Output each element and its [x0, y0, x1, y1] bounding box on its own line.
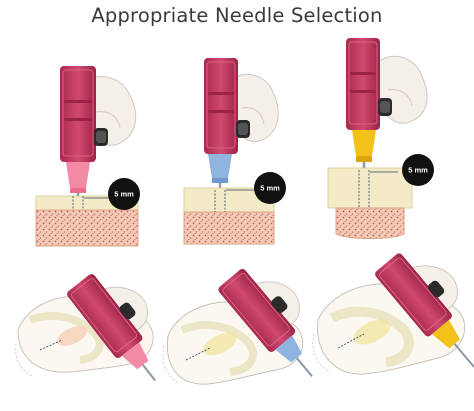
depth-label: 5 mm	[114, 190, 134, 199]
needle-hub	[66, 162, 90, 188]
needle-hub	[208, 154, 232, 178]
needle	[455, 344, 474, 367]
needle	[297, 358, 312, 376]
bone-cross-section	[36, 210, 138, 246]
intraosseous-driver	[60, 66, 96, 162]
panel-3-vertical-insertion: 5 mm	[328, 38, 434, 239]
needle	[143, 365, 155, 381]
panel-2-angled-insertion	[163, 261, 333, 387]
bone-cross-section	[336, 208, 404, 239]
bone-cross-section	[184, 212, 274, 244]
intraosseous-driver	[204, 58, 238, 154]
panel-3-angled-insertion	[313, 245, 474, 377]
panel-1-angled-insertion	[16, 266, 177, 391]
depth-label: 5 mm	[260, 184, 280, 193]
needle-hub	[352, 130, 376, 156]
depth-label: 5 mm	[408, 166, 428, 175]
skin-layer	[328, 168, 412, 208]
panel-1-vertical-insertion: 5 mm	[36, 66, 140, 246]
intraosseous-driver	[346, 38, 380, 130]
panel-2-vertical-insertion: 5 mm	[184, 58, 286, 244]
